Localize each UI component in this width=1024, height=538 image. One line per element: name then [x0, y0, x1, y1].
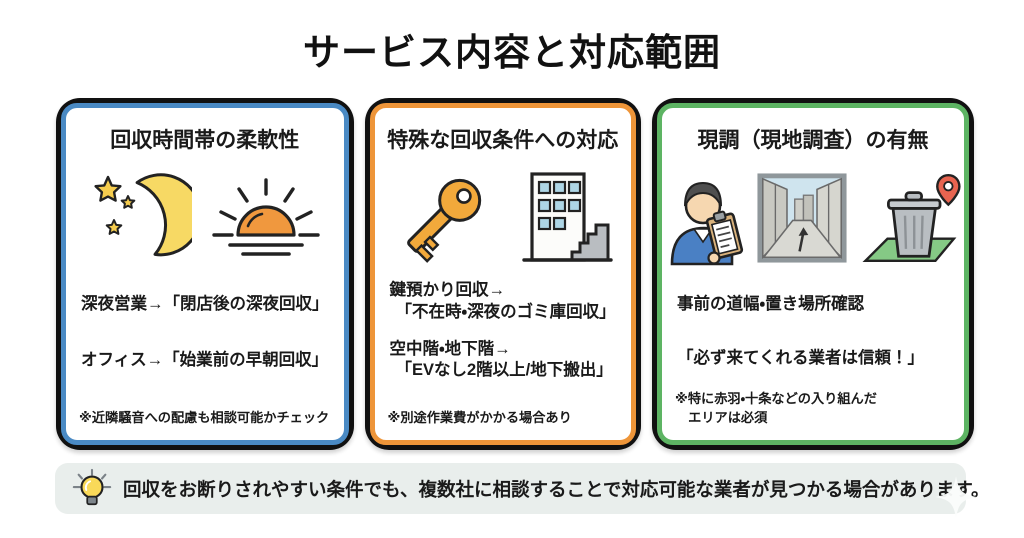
body-line: 「EVなし2階以上/地下搬出」 [395, 361, 613, 380]
card-special-conditions: 特殊な回収条件への対応 [364, 98, 641, 450]
card-note: ※別途作業費がかかる場合あり [387, 409, 572, 425]
body-line: 空中階・地下階→ [389, 339, 511, 358]
street-photo-icon [756, 172, 848, 264]
card-note: ※近隣騒音への配慮も相談可能かチェック [79, 409, 330, 425]
card-heading: 現調（現地調査）の有無 [697, 129, 929, 152]
card-note: ※特に赤羽・十条などの入り組んだ エリアは必須 [675, 390, 877, 425]
body-line: オフィス→「始業前の早朝回収」 [81, 350, 329, 369]
card-time-flexibility: 回収時間帯の柔軟性 [56, 98, 354, 450]
cards-row: 回収時間帯の柔軟性 [56, 98, 974, 450]
sparkle-icon [935, 476, 977, 518]
surveyor-clipboard-icon [662, 168, 746, 268]
card-site-survey: 現調（現地調査）の有無 [652, 98, 974, 450]
body-line: 事前の道幅・置き場所確認 [677, 295, 865, 313]
sunrise-icon [210, 174, 322, 262]
trash-bin-location-icon [858, 168, 964, 268]
page-title: サービス内容と対応範囲 [303, 32, 721, 73]
key-icon [390, 166, 494, 270]
card-heading: 特殊な回収条件への対応 [387, 129, 619, 152]
body-line: 「不在時・深夜のゴミ庫回収」 [395, 302, 616, 321]
body-line: 深夜営業→「閉店後の深夜回収」 [81, 295, 329, 313]
footer-tip-text: 回収をお断りされやすい条件でも、複数社に相談することで対応可能な業者が見つかる場… [123, 478, 990, 500]
crescent-moon-stars-icon [88, 172, 192, 264]
body-line: 「必ず来てくれる業者は信頼！」 [677, 348, 925, 367]
card-heading: 回収時間帯の柔軟性 [110, 129, 300, 152]
lightbulb-icon [71, 467, 113, 511]
footer-tip-bar: 回収をお断りされやすい条件でも、複数社に相談することで対応可能な業者が見つかる場… [55, 463, 990, 518]
body-line: 鍵預かり回収→ [389, 281, 506, 299]
building-stairs-icon [512, 166, 616, 270]
